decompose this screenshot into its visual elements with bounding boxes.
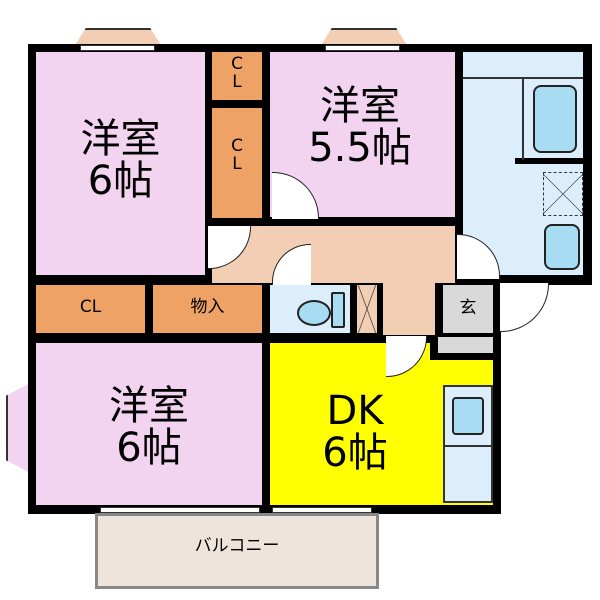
- washbasin-icon: [544, 224, 580, 270]
- room-size: 6帖: [116, 425, 182, 471]
- window-north-1: [80, 45, 155, 51]
- door-front[interactable]: [500, 283, 549, 332]
- closet-top-1: [212, 52, 262, 100]
- closet-middle-label: CL: [79, 297, 102, 317]
- room-name: DK: [326, 388, 384, 434]
- sink-icon: [452, 397, 484, 435]
- washing-machine-space-icon: [543, 172, 583, 216]
- balcony: [95, 513, 379, 589]
- bath-partition-v: [522, 77, 524, 160]
- room-size: 5.5帖: [308, 125, 412, 171]
- room-name: 洋室: [320, 83, 400, 129]
- toilet-icon: [297, 300, 331, 326]
- linen-closet: [357, 285, 377, 333]
- bath-wall: [515, 158, 583, 164]
- dk-notch-step: [438, 337, 493, 353]
- room-western-3: [36, 343, 262, 505]
- room-name: 洋室: [80, 116, 161, 162]
- balcony-label: バルコニー: [194, 536, 280, 556]
- toilet-tank-icon: [331, 292, 345, 328]
- closet-top-2-label: C L: [231, 136, 243, 174]
- entrance: [443, 285, 493, 333]
- window-north-2: [325, 45, 400, 51]
- storage: [153, 285, 262, 333]
- stove-divider: [443, 445, 493, 447]
- room-size: 6帖: [87, 158, 154, 204]
- closet-top-1-label: C L: [231, 54, 243, 92]
- hallway-lower: [383, 283, 435, 335]
- room-western-1: [36, 52, 205, 275]
- hallway: [212, 226, 455, 283]
- bathtub-icon: [533, 85, 577, 153]
- closet-top-2: [212, 108, 262, 218]
- window-south-1: [100, 507, 260, 513]
- closet-middle: [36, 285, 145, 333]
- storage-label: 物入: [190, 297, 225, 317]
- entrance-label: 玄: [459, 298, 477, 318]
- room-name: 洋室: [109, 383, 189, 429]
- room-size: 6帖: [322, 430, 388, 476]
- window-south-2: [272, 507, 372, 513]
